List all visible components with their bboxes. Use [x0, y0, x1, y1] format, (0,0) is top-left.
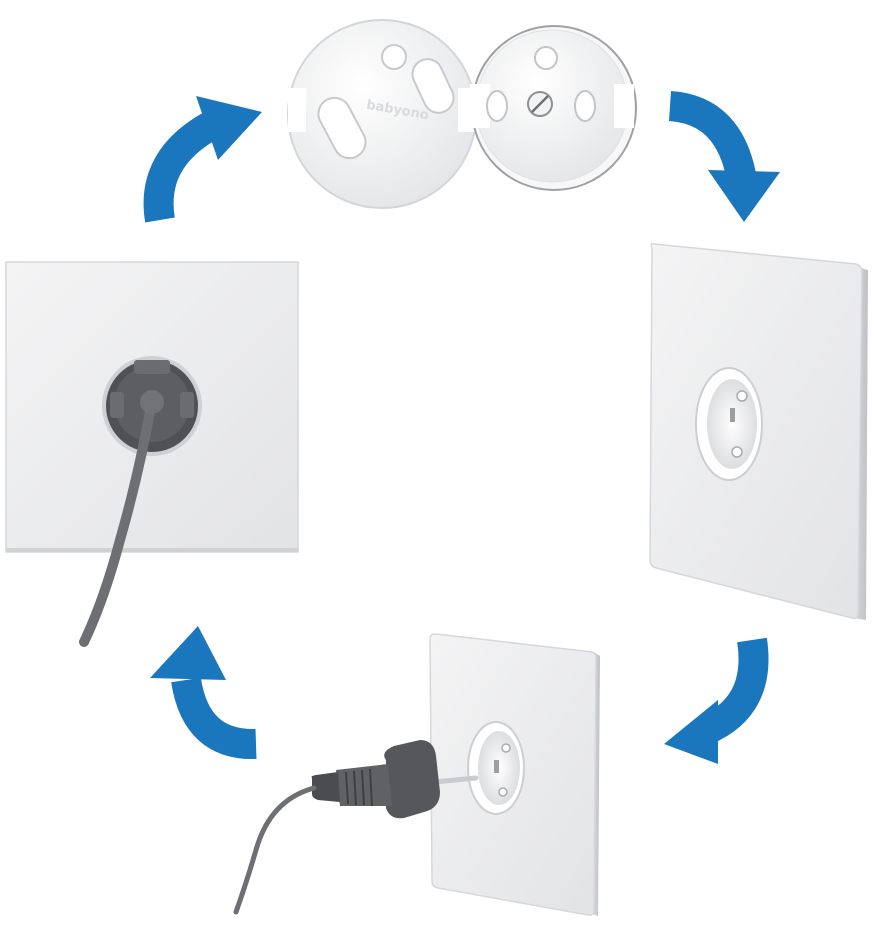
socket-cover-discs-icon: babyono [287, 19, 637, 209]
curved-arrow-icon [150, 626, 257, 760]
curved-arrow-icon [664, 637, 769, 764]
plugged-socket-icon [5, 261, 299, 647]
covered-socket-icon [649, 242, 868, 620]
curved-arrow-icon [668, 91, 780, 222]
inserting-plug-icon [233, 633, 600, 916]
curved-arrow-icon [143, 96, 262, 223]
